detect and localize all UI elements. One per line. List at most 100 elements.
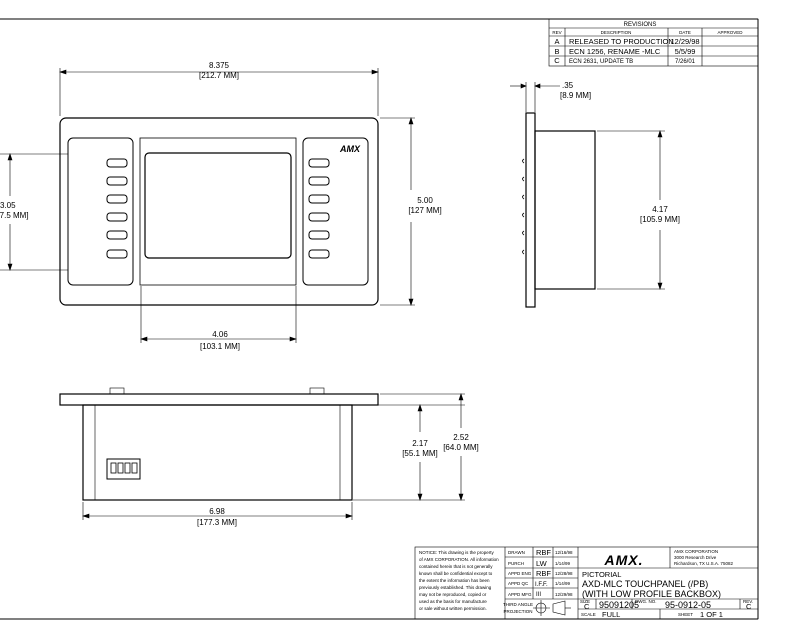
approval-name: RBF (536, 548, 551, 557)
company-city: Richardson, TX U.S.A. 75082 (674, 561, 733, 566)
dimension-bottom-inner: 2.17 (412, 439, 428, 448)
approval-label: PURCH (508, 561, 524, 566)
hard-button (308, 158, 330, 168)
approval-label: DRAWN (508, 550, 525, 555)
company-name: AMX CORPORATION (674, 549, 718, 554)
revision-row-rev: A (554, 37, 559, 46)
approval-label: APPD MFG (508, 592, 532, 597)
drawing-title: PICTORIAL (582, 570, 621, 579)
hard-button (308, 230, 330, 240)
revision-row-date: 7/26/01 (675, 59, 696, 65)
size-value: C (584, 602, 590, 611)
rev-value: C (746, 602, 752, 611)
scale-label: SCALE (581, 612, 596, 617)
notice-text: or sale without written permission. (419, 606, 487, 611)
hard-button (106, 194, 128, 204)
revisions-title: REVISIONS (624, 22, 657, 28)
revision-row-description: ECN 2631, UPDATE TB (569, 59, 633, 65)
drawing-title: (WITH LOW PROFILE BACKBOX) (582, 589, 721, 599)
dimension-side-height: 4.17 (652, 205, 668, 214)
approval-date: 1/14/99 (555, 561, 571, 566)
notice-text: the extent the information has been (419, 578, 490, 583)
sheet-value: 1 OF 1 (700, 610, 723, 619)
lcd-screen (144, 152, 292, 259)
hard-button (106, 176, 128, 186)
dimension-left-height-mm: [77.5 MM] (0, 211, 29, 220)
dimension-front-width: 8.375 (209, 61, 230, 70)
side-backbox (534, 130, 596, 290)
dimension-line (82, 393, 465, 520)
notice-text: may not be reproduced, copied or (419, 592, 487, 597)
revisions-table (548, 18, 759, 67)
revision-row-description: ECN 1256, RENAME -MLC (569, 47, 661, 56)
approved-col-header: APPROVED (717, 30, 743, 35)
dimension-front-height-mm: [127 MM] (408, 206, 441, 215)
approval-name: RBF (536, 569, 551, 578)
front-view (59, 117, 379, 306)
right-button-strip (302, 137, 369, 286)
part-number: 95091205 (599, 600, 639, 610)
dimension-side-depth-mm: [8.9 MM] (560, 91, 591, 100)
approval-date: 1/14/99 (555, 581, 571, 586)
dimension-bottom-outer-mm: [64.0 MM] (443, 443, 479, 452)
dimension-line (510, 82, 665, 290)
dimension-left-height: 3.05 (0, 201, 16, 210)
dimension-screen-width-mm: [103.1 MM] (200, 342, 240, 351)
date-col-header: DATE (679, 30, 691, 35)
approval-date: 12/29/98 (555, 592, 573, 597)
scale-value: FULL (602, 610, 620, 619)
dip-switch (106, 458, 141, 480)
hard-button (308, 176, 330, 186)
size-label: SIZE (580, 599, 590, 604)
dimension-front-height: 5.00 (417, 196, 433, 205)
dwg-number: 95-0912-05 (665, 600, 711, 610)
revision-row-date: 12/29/98 (670, 37, 699, 46)
dimension-line (0, 153, 68, 271)
approval-name: I.F.F. (535, 582, 548, 588)
dimension-bottom-width-mm: [177.3 MM] (197, 518, 237, 527)
rev-label: REV. (743, 599, 753, 604)
panel-logo: AMX (339, 144, 361, 154)
side-bezel (525, 112, 536, 308)
approval-label: APPD ENG (508, 571, 532, 576)
dimension-front-width-mm: [212.7 MM] (199, 71, 239, 80)
approval-date: 12/16/98 (555, 550, 573, 555)
side-view (522, 112, 596, 308)
approval-name: III (536, 592, 541, 598)
notice-text: contained herein that is not generally (419, 564, 493, 569)
bottom-bezel (59, 393, 379, 406)
dwg-label: DWG. NO. (635, 599, 657, 604)
hard-button (106, 212, 128, 222)
dimension-bottom-width: 6.98 (209, 507, 225, 516)
notice-text: known shall be confidential except to (419, 571, 493, 576)
description-col-header: DESCRIPTION (601, 30, 632, 35)
bottom-view (59, 387, 379, 501)
hard-button (308, 194, 330, 204)
left-button-strip (67, 137, 134, 286)
hard-button (308, 249, 330, 259)
dimension-line (380, 117, 415, 306)
notice-text: of AMX CORPORATION. All information (419, 557, 499, 562)
hard-button (106, 230, 128, 240)
approval-name: LW (536, 559, 548, 568)
revision-row-rev: C (554, 56, 560, 65)
hard-button (106, 158, 128, 168)
approval-date: 12/28/98 (555, 571, 573, 576)
notice-text: NOTICE: This drawing is the property (419, 550, 494, 555)
dimension-line (140, 286, 297, 343)
dimension-screen-width: 4.06 (212, 330, 228, 339)
bottom-backbox (82, 404, 353, 501)
title-block-logo: AMX. (604, 552, 644, 568)
title-block (414, 546, 759, 620)
dimension-side-depth: .35 (562, 81, 574, 90)
front-bezel-outline (59, 117, 379, 306)
dimension-bottom-outer: 2.52 (453, 433, 469, 442)
company-address: 3000 Research Drive (674, 555, 717, 560)
notice-text: previously established. This drawing (419, 585, 492, 590)
revision-row-date: 5/5/99 (675, 47, 696, 56)
hard-button (308, 212, 330, 222)
projection-label: THIRD ANGLE (503, 602, 533, 607)
hard-button (106, 249, 128, 259)
notice-text: used as the basis for manufacture (419, 599, 487, 604)
